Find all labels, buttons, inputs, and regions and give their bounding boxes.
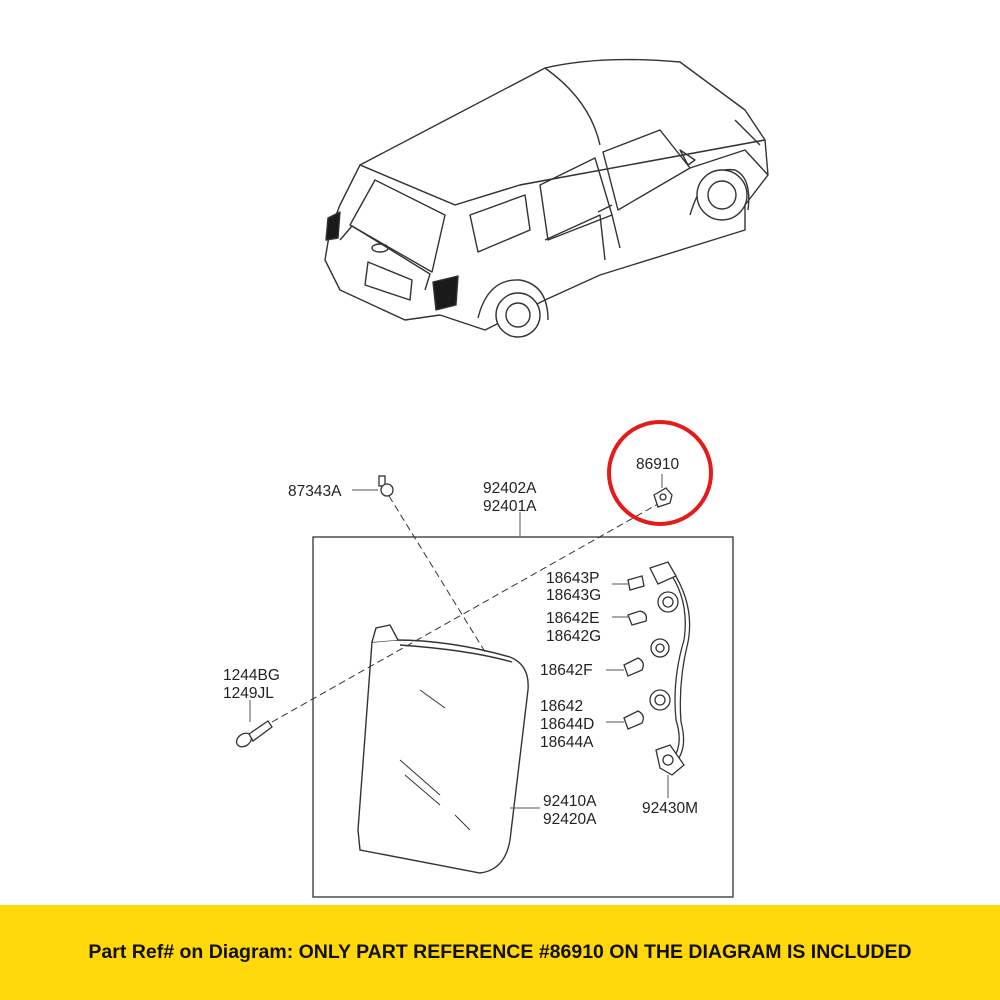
label-18642f: 18642F (540, 662, 593, 679)
label-87343a: 87343A (288, 483, 342, 500)
label-92402a: 92402A (483, 480, 537, 497)
label-18643p: 18643P (546, 570, 599, 587)
label-92420a: 92420A (543, 811, 597, 828)
label-18642e: 18642E (546, 610, 599, 627)
assembly-frame (312, 536, 734, 898)
label-1244bg: 1244BG (223, 667, 280, 684)
label-92401a: 92401A (483, 498, 537, 515)
tail-lamp-housing (357, 624, 529, 874)
part-labels: 87343A 92402A 92401A 86910 18643P 18643G… (223, 456, 698, 828)
highlight-circle (607, 420, 713, 526)
nut-86910 (653, 487, 673, 508)
label-92410a: 92410A (543, 793, 597, 810)
label-18644a: 18644A (540, 734, 594, 751)
banner-text: Part Ref# on Diagram: ONLY PART REFERENC… (88, 941, 912, 963)
label-86910: 86910 (636, 456, 679, 473)
leader-bolt (271, 499, 666, 723)
leader-clip (388, 495, 488, 656)
bolt-1244bg (235, 720, 273, 748)
info-banner: Part Ref# on Diagram: ONLY PART REFERENC… (0, 905, 1000, 1000)
clip-87343a (378, 475, 394, 497)
label-18642g: 18642G (546, 628, 601, 645)
vehicle-illustration (324, 58, 769, 338)
label-92430m: 92430M (642, 800, 698, 817)
label-18644d: 18644D (540, 716, 594, 733)
label-18643g: 18643G (546, 587, 601, 604)
label-1249jl: 1249JL (223, 685, 274, 702)
label-18642: 18642 (540, 698, 583, 715)
parts-diagram: 87343A 92402A 92401A 86910 18643P 18643G… (223, 58, 769, 898)
socket-harness (623, 561, 691, 776)
